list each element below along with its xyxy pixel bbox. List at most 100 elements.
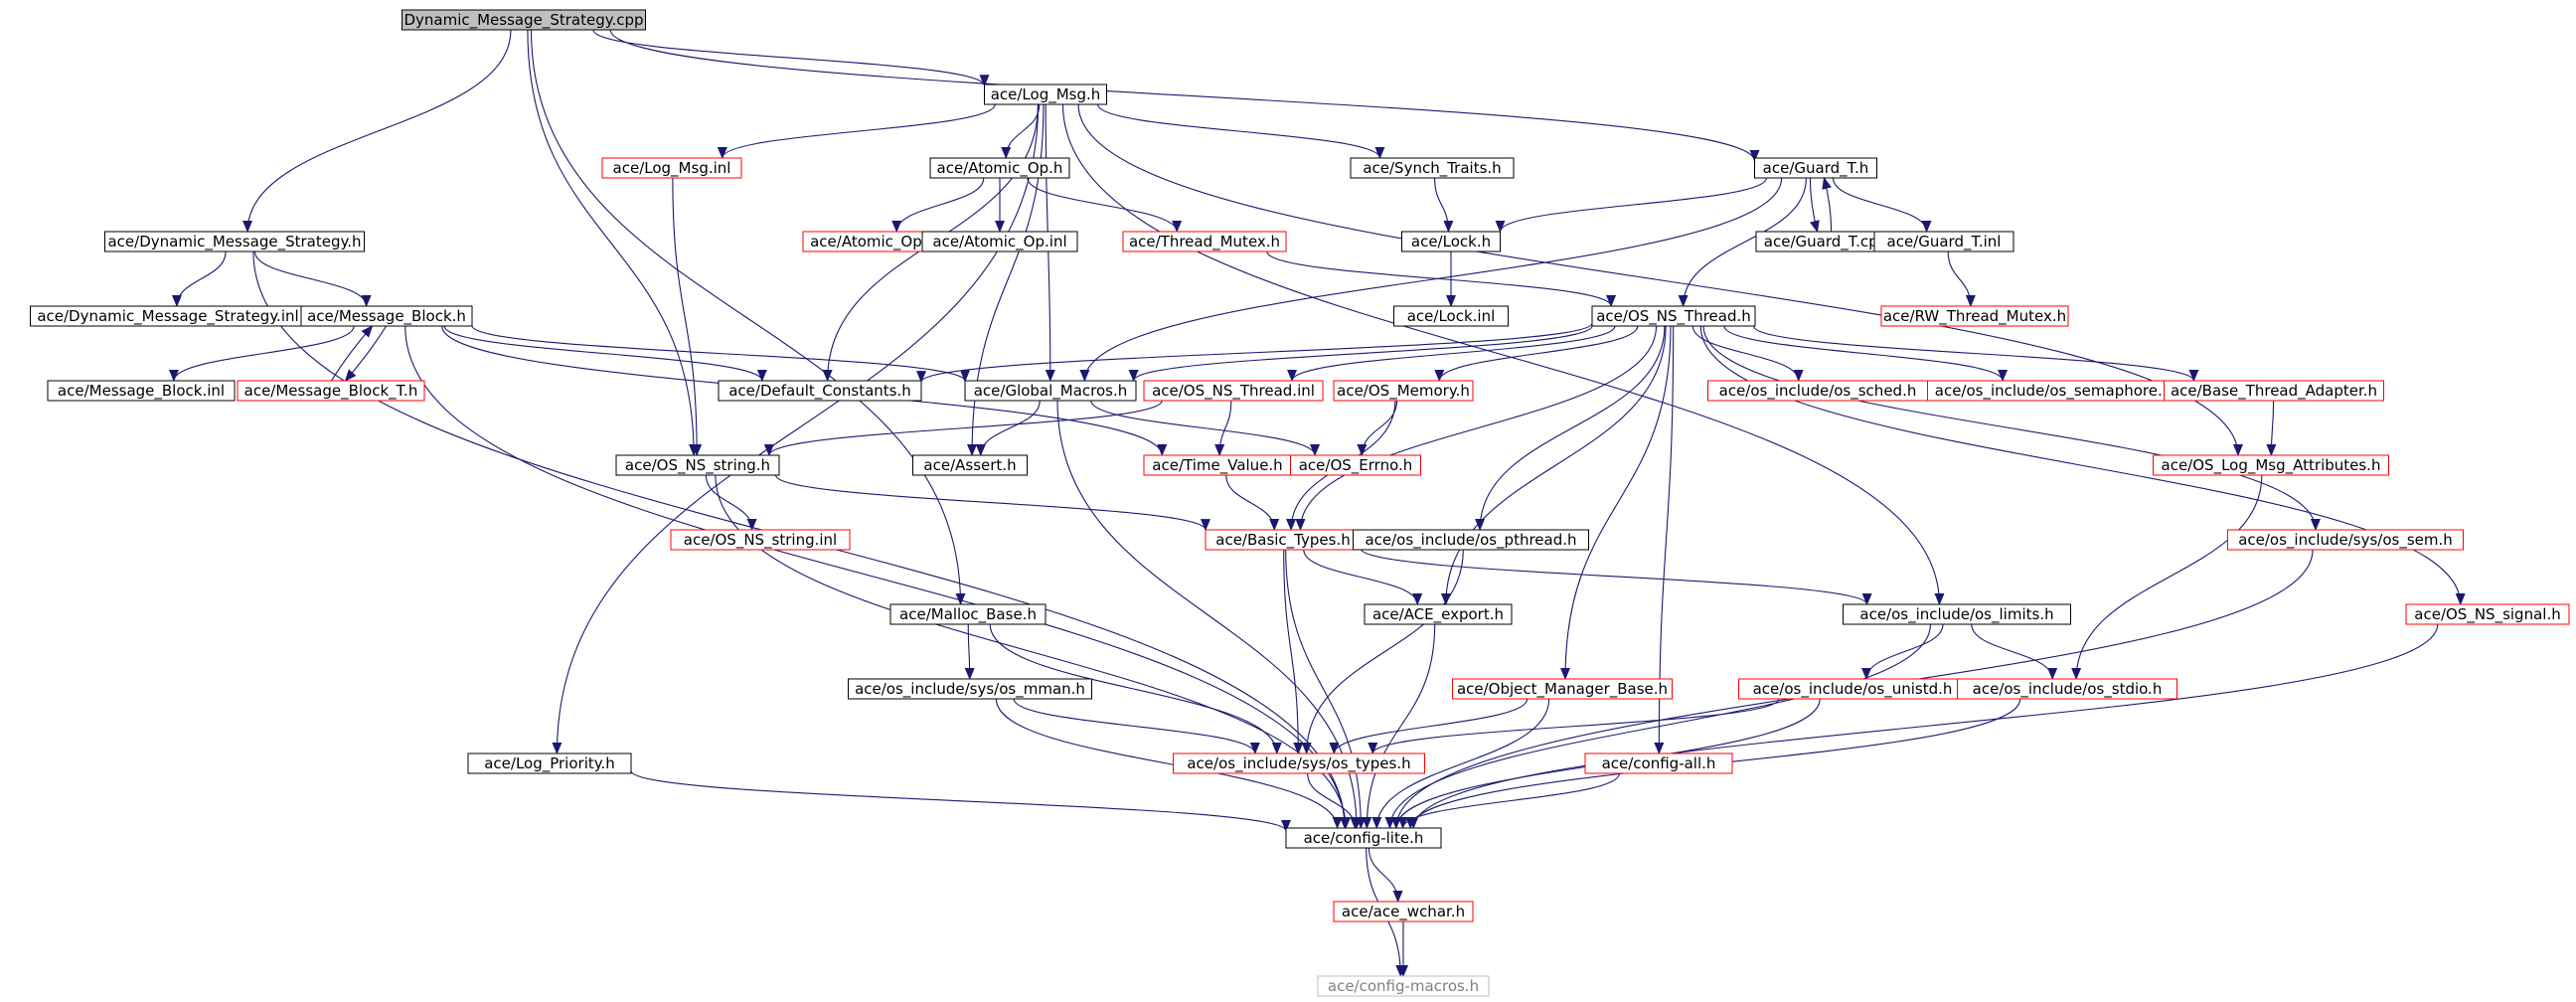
node-lock-inl[interactable]: ace/Lock.inl: [1393, 305, 1509, 327]
node-os-limits-h[interactable]: ace/os_include/os_limits.h: [1843, 603, 2071, 625]
node-box: [104, 231, 365, 252]
node-box: [402, 9, 646, 31]
node-basic-types-h[interactable]: ace/Basic_Types.h: [1205, 529, 1362, 551]
node-log-msg-h[interactable]: ace/Log_Msg.h: [984, 84, 1107, 105]
node-label: ace/Dynamic_Message_Strategy.h: [107, 233, 361, 251]
node-os-stdio-h[interactable]: ace/os_include/os_stdio.h: [1957, 678, 2177, 700]
node-dms-inl[interactable]: ace/Dynamic_Message_Strategy.inl: [30, 305, 306, 327]
node-os-errno-h[interactable]: ace/OS_Errno.h: [1290, 454, 1421, 476]
node-log-msg-inl[interactable]: ace/Log_Msg.inl: [601, 157, 742, 179]
node-label: ace/ACE_export.h: [1372, 605, 1504, 624]
node-atomic-op-t-h[interactable]: ace/Atomic_Op_T.h: [802, 231, 959, 252]
node-time-value-h[interactable]: ace/Time_Value.h: [1143, 454, 1292, 476]
node-config-all-h[interactable]: ace/config-all.h: [1584, 752, 1733, 774]
node-label: ace/OS_Memory.h: [1337, 382, 1470, 401]
node-label: ace/Malloc_Base.h: [899, 605, 1037, 624]
node-os-log-msg-attributes-h[interactable]: ace/OS_Log_Msg_Attributes.h: [2153, 454, 2389, 476]
node-os-unistd-h[interactable]: ace/os_include/os_unistd.h: [1738, 678, 1967, 700]
node-root[interactable]: Dynamic_Message_Strategy.cpp: [402, 9, 646, 31]
edge-os-mman-h-to-config-lite-h: [995, 698, 1343, 829]
node-os-ns-string-inl[interactable]: ace/OS_NS_string.inl: [670, 529, 851, 551]
node-box: [2405, 603, 2570, 625]
node-os-pthread-h[interactable]: ace/os_include/os_pthread.h: [1353, 529, 1589, 551]
node-synch-traits-h[interactable]: ace/Synch_Traits.h: [1350, 157, 1515, 179]
node-label: ace/Dynamic_Message_Strategy.inl: [37, 307, 298, 326]
node-label: ace/os_include/os_stdio.h: [1973, 680, 2163, 699]
node-message-block-inl[interactable]: ace/Message_Block.inl: [47, 380, 236, 402]
node-box: [1393, 305, 1509, 327]
node-message-block-t-h[interactable]: ace/Message_Block_T.h: [237, 380, 425, 402]
node-box: [1333, 380, 1474, 402]
node-default-constants-h[interactable]: ace/Default_Constants.h: [718, 380, 922, 402]
node-message-block-h[interactable]: ace/Message_Block.h: [300, 305, 473, 327]
node-base-thread-adapter-h[interactable]: ace/Base_Thread_Adapter.h: [2164, 380, 2384, 402]
node-box: [964, 380, 1137, 402]
edge-guard-t-h-to-guard-t-inl: [1832, 177, 1932, 233]
edge-os-ns-thread-h-to-object-manager-base-h: [1559, 325, 1672, 680]
edge-message-block-h-to-message-block-t-h: [344, 325, 388, 382]
node-box: [1584, 752, 1733, 774]
node-os-mman-h[interactable]: ace/os_include/sys/os_mman.h: [848, 678, 1092, 700]
edge-config-all-h-to-config-lite-h: [1397, 772, 1620, 829]
node-box: [2227, 529, 2464, 551]
edge-os-ns-thread-h-to-config-all-h: [1654, 325, 1675, 754]
node-box: [1143, 380, 1324, 402]
node-assert-h[interactable]: ace/Assert.h: [912, 454, 1028, 476]
node-object-manager-base-h[interactable]: ace/Object_Manager_Base.h: [1452, 678, 1673, 700]
edge-basic-types-h-to-os-limits-h: [1360, 548, 1872, 605]
node-os-ns-thread-h[interactable]: ace/OS_NS_Thread.h: [1591, 305, 1756, 327]
edge-message-block-h-to-global-macros-h: [471, 325, 970, 383]
edge-os-limits-h-to-os-unistd-h: [1861, 623, 1944, 680]
node-os-ns-string-h[interactable]: ace/OS_NS_string.h: [615, 454, 780, 476]
node-label: ace/RW_Thread_Mutex.h: [1883, 307, 2066, 326]
node-label: ace/os_include/os_unistd.h: [1753, 680, 1953, 699]
edge-root-to-log-msg-h: [592, 29, 990, 87]
edge-basic-types-h-to-os-types-h: [1283, 549, 1304, 754]
node-label: ace/Synch_Traits.h: [1363, 159, 1501, 178]
edge-log-msg-h-to-synch-traits-h: [1097, 103, 1385, 159]
node-os-ns-thread-inl[interactable]: ace/OS_NS_Thread.inl: [1143, 380, 1324, 402]
node-thread-mutex-h[interactable]: ace/Thread_Mutex.h: [1122, 231, 1287, 252]
node-rw-thread-mutex-h[interactable]: ace/RW_Thread_Mutex.h: [1880, 305, 2069, 327]
edge-os-ns-string-h-to-os-ns-string-inl: [705, 474, 757, 531]
edge-ace-export-h-to-config-lite-h: [1362, 623, 1436, 829]
node-os-ns-signal-h[interactable]: ace/OS_NS_signal.h: [2405, 603, 2570, 625]
node-ace-wchar-h[interactable]: ace/ace_wchar.h: [1333, 901, 1474, 922]
node-guard-t-h[interactable]: ace/Guard_T.h: [1754, 157, 1877, 179]
edge-dms-h-to-message-block-h: [253, 250, 372, 307]
node-label: ace/OS_NS_string.inl: [684, 531, 837, 550]
node-os-sem-h[interactable]: ace/os_include/sys/os_sem.h: [2227, 529, 2464, 551]
node-box: [1285, 827, 1442, 849]
node-atomic-op-h[interactable]: ace/Atomic_Op.h: [929, 157, 1070, 179]
edge-os-ns-thread-h-to-os-semaphore-h: [1723, 325, 2008, 382]
edge-guard-t-h-to-global-macros-h: [1079, 177, 1783, 382]
node-box: [2164, 380, 2384, 402]
node-label: ace/os_include/os_semaphore.h: [1935, 382, 2173, 401]
node-log-priority-h[interactable]: ace/Log_Priority.h: [467, 752, 632, 774]
node-label: ace/Default_Constants.h: [728, 382, 911, 401]
node-ace-export-h[interactable]: ace/ACE_export.h: [1364, 603, 1513, 625]
node-config-macros-h[interactable]: ace/config-macros.h: [1317, 975, 1490, 997]
node-malloc-base-h[interactable]: ace/Malloc_Base.h: [889, 603, 1046, 625]
node-atomic-op-inl[interactable]: ace/Atomic_Op.inl: [921, 231, 1078, 252]
node-lock-h[interactable]: ace/Lock.h: [1401, 231, 1501, 252]
edge-os-ns-string-h-to-config-lite-h: [715, 474, 1352, 829]
node-label: ace/Lock.inl: [1407, 307, 1496, 325]
node-guard-t-cpp[interactable]: ace/Guard_T.cpp: [1755, 231, 1896, 252]
node-global-macros-h[interactable]: ace/Global_Macros.h: [964, 380, 1137, 402]
node-os-sched-h[interactable]: ace/os_include/os_sched.h: [1707, 380, 1928, 402]
node-label: ace/Thread_Mutex.h: [1129, 233, 1280, 251]
node-os-semaphore-h[interactable]: ace/os_include/os_semaphore.h: [1927, 380, 2179, 402]
node-guard-t-inl[interactable]: ace/Guard_T.inl: [1873, 231, 2014, 252]
edge-atomic-op-h-to-atomic-op-t-h: [891, 177, 985, 233]
node-box: [1880, 305, 2069, 327]
edge-log-msg-h-to-assert-h: [967, 103, 1045, 456]
node-dms-h[interactable]: ace/Dynamic_Message_Strategy.h: [104, 231, 365, 252]
edge-guard-t-h-to-lock-h: [1495, 177, 1767, 234]
node-label: ace/OS_NS_string.h: [625, 456, 770, 475]
node-config-lite-h[interactable]: ace/config-lite.h: [1285, 827, 1442, 849]
node-label: ace/Log_Msg.inl: [613, 159, 731, 178]
node-os-types-h[interactable]: ace/os_include/sys/os_types.h: [1173, 752, 1425, 774]
edge-malloc-base-h-to-os-mman-h: [964, 623, 975, 680]
node-os-memory-h[interactable]: ace/OS_Memory.h: [1333, 380, 1474, 402]
